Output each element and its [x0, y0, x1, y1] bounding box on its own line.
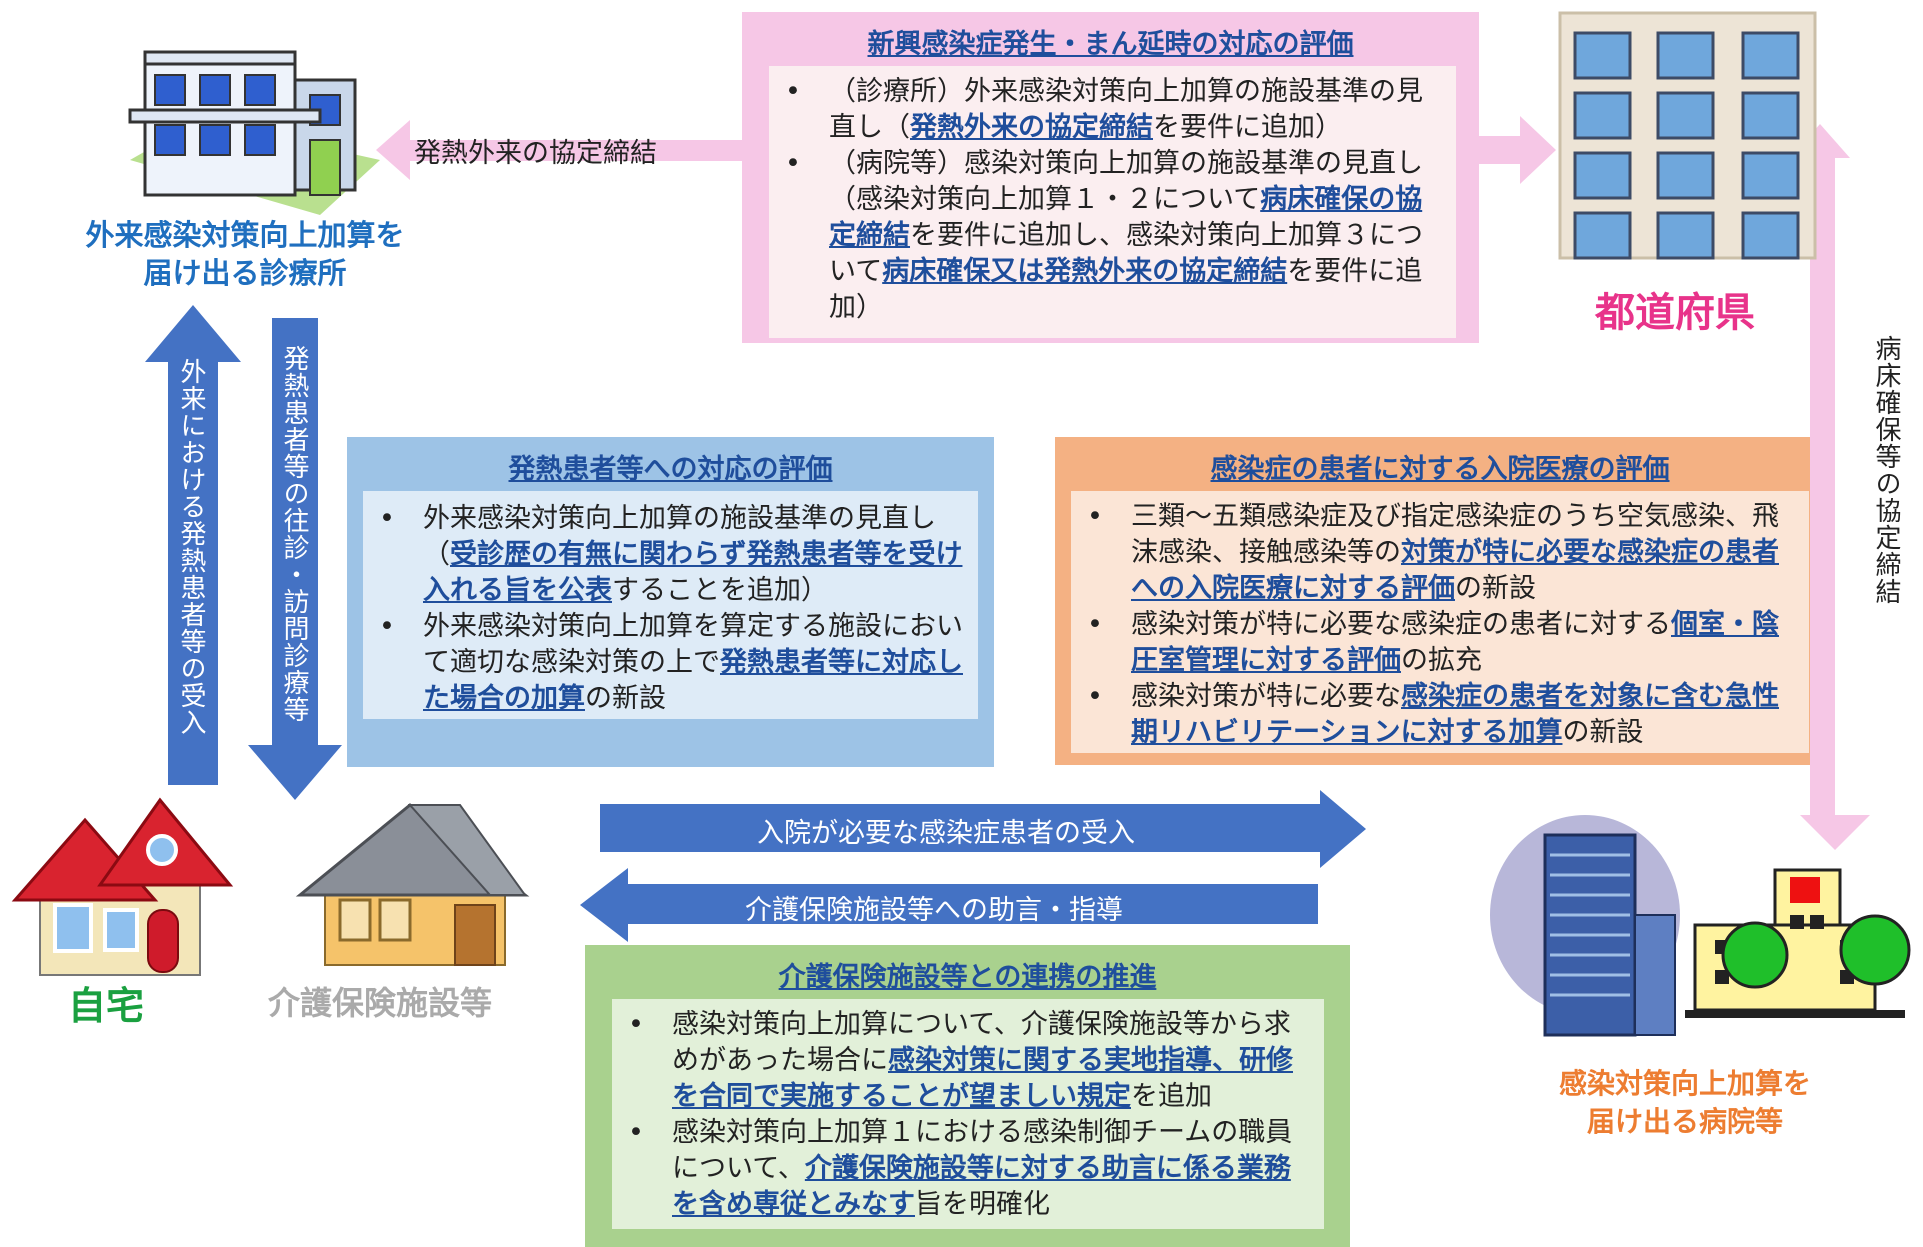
pink-arrow-left [376, 120, 742, 180]
list-item: 外来感染対策向上加算を算定する施設において適切な感染対策の上で発熱患者等に対応し… [379, 609, 964, 717]
care-panel-title: 介護保険施設等との連携の推進 [778, 962, 1157, 993]
inpatient-panel-body: 三類～五類感染症及び指定感染症のうち空気感染、飛沫感染、接触感染等の対策が特に必… [1071, 491, 1809, 753]
highlighted-text: 受診歴の有無に関わらず発熱患者等を受け入れる旨を公表 [423, 539, 963, 606]
item-text: 感染対策向上加算について、介護保険施設等から求めがあった場合に [672, 1009, 1291, 1076]
home-house-image [11, 797, 234, 976]
care-panel-body: 感染対策向上加算について、介護保険施設等から求めがあった場合に感染対策に関する実… [612, 999, 1324, 1229]
highlighted-text: 対策が特に必要な感染症の患者への入院医療に対する評価 [1131, 537, 1779, 604]
item-text: 感染対策向上加算１における感染制御チームの職員について、 [672, 1117, 1293, 1184]
fever-panel-list: 外来感染対策向上加算の施設基準の見直し（受診歴の有無に関わらず発熱患者等を受け入… [363, 501, 964, 717]
top-panel-list: （診療所）外来感染対策向上加算の施設基準の見直し（発熱外来の協定締結を要件に追加… [769, 74, 1442, 326]
blue-arrow-down [248, 318, 342, 800]
bed-agreement-label: 病床確保等の協定締結 [1871, 335, 1901, 605]
home-visit-label: 発熱患者等の往診・訪問診療等 [279, 345, 309, 723]
item-text: （診療所）外来感染対策向上加算の施設基準の見直し（ [829, 76, 1423, 143]
blue-arrow-left [580, 868, 1318, 942]
care-panel-list: 感染対策向上加算について、介護保険施設等から求めがあった場合に感染対策に関する実… [612, 1007, 1310, 1223]
top-panel-body: （診療所）外来感染対策向上加算の施設基準の見直し（発熱外来の協定締結を要件に追加… [769, 66, 1456, 338]
pink-arrow-right [1479, 116, 1556, 184]
inpatient-panel-list: 三類～五類感染症及び指定感染症のうち空気感染、飛沫感染、接触感染等の対策が特に必… [1071, 499, 1795, 751]
list-item: 三類～五類感染症及び指定感染症のうち空気感染、飛沫感染、接触感染等の対策が特に必… [1087, 499, 1795, 607]
item-text: を追加 [1131, 1081, 1212, 1112]
outpatient-accept-label: 外来における発熱患者等の受入 [176, 358, 206, 736]
item-text: を要件に追加） [829, 256, 1423, 323]
list-item: （診療所）外来感染対策向上加算の施設基準の見直し（発熱外来の協定締結を要件に追加… [785, 74, 1442, 146]
item-text: の新設 [585, 683, 666, 714]
fever-panel-title: 発熱患者等への対応の評価 [508, 454, 833, 485]
item-text: することを追加） [612, 575, 828, 606]
list-item: 感染対策向上加算１における感染制御チームの職員について、介護保険施設等に対する助… [628, 1115, 1310, 1223]
blue-arrow-right [600, 790, 1366, 868]
list-item: 感染対策が特に必要な感染症の患者に対する個室・陰圧室管理に対する評価の拡充 [1087, 607, 1795, 679]
item-text: （病院等）感染対策向上加算の施設基準の見直し（感染対策向上加算１・２について [829, 148, 1423, 215]
highlighted-text: 病床確保又は発熱外来の協定締結 [882, 256, 1288, 287]
highlighted-text: 発熱外来の協定締結 [910, 112, 1153, 143]
item-text: 三類～五類感染症及び指定感染症のうち空気感染、飛沫感染、接触感染等の [1131, 501, 1779, 568]
advice-label: 介護保険施設等への助言・指導 [745, 895, 1123, 926]
fever-panel: 発熱患者等への対応の評価 外来感染対策向上加算の施設基準の見直し（受診歴の有無に… [347, 437, 994, 767]
care-facility-house-image [295, 803, 530, 966]
prefecture-building-image [1558, 11, 1817, 260]
pink-arrow-bend [1790, 124, 1892, 850]
hospital-label: 感染対策向上加算を 届け出る病院等 [1558, 1067, 1811, 1138]
blue-arrow-up [145, 305, 241, 785]
care-panel: 介護保険施設等との連携の推進 感染対策向上加算について、介護保険施設等から求めが… [585, 945, 1350, 1247]
item-text: 旨を明確化 [915, 1189, 1050, 1220]
item-text: の新設 [1562, 717, 1644, 748]
highlighted-text: 発熱患者等に対応した場合の加算 [423, 647, 963, 714]
highlighted-text: 病床確保の協定締結 [829, 184, 1423, 251]
list-item: 感染対策が特に必要な感染症の患者を対象に含む急性期リハビリテーションに対する加算… [1087, 679, 1795, 751]
highlighted-text: 介護保険施設等に対する助言に係る業務を含め専従とみなす [672, 1153, 1291, 1220]
clinic-building-image [128, 50, 380, 215]
list-item: 外来感染対策向上加算の施設基準の見直し（受診歴の有無に関わらず発熱患者等を受け入… [379, 501, 964, 609]
top-panel-title: 新興感染症発生・まん延時の対応の評価 [867, 29, 1354, 60]
highlighted-text: 感染対策に関する実地指導、研修を合同で実施することが望ましい規定 [672, 1045, 1293, 1112]
fever-outpatient-agreement-label: 発熱外来の協定締結 [414, 138, 657, 169]
list-item: （病院等）感染対策向上加算の施設基準の見直し（感染対策向上加算１・２について病床… [785, 146, 1442, 326]
top-panel: 新興感染症発生・まん延時の対応の評価 （診療所）外来感染対策向上加算の施設基準の… [742, 12, 1479, 343]
item-text: の新設 [1455, 573, 1536, 604]
item-text: 感染対策が特に必要な [1131, 681, 1401, 712]
item-text: を要件に追加） [1153, 112, 1342, 143]
fever-panel-body: 外来感染対策向上加算の施設基準の見直し（受診歴の有無に関わらず発熱患者等を受け入… [363, 491, 978, 719]
clinic-label: 外来感染対策向上加算を 届け出る診療所 [85, 218, 405, 290]
hospital-buildings-image [1490, 815, 1911, 1037]
item-text: 感染対策が特に必要な感染症の患者に対する [1131, 609, 1671, 640]
care-facility-label: 介護保険施設等 [268, 984, 493, 1022]
prefecture-label: 都道府県 [1595, 290, 1755, 336]
item-text: を要件に追加し、感染対策向上加算３について [829, 220, 1423, 287]
inpatient-panel: 感染症の患者に対する入院医療の評価 三類～五類感染症及び指定感染症のうち空気感染… [1055, 437, 1825, 765]
list-item: 感染対策向上加算について、介護保険施設等から求めがあった場合に感染対策に関する実… [628, 1007, 1310, 1115]
highlighted-text: 個室・陰圧室管理に対する評価 [1131, 609, 1779, 676]
item-text: の拡充 [1401, 645, 1482, 676]
item-text: 外来感染対策向上加算を算定する施設において適切な感染対策の上で [423, 611, 963, 678]
highlighted-text: 感染症の患者を対象に含む急性期リハビリテーションに対する加算 [1131, 681, 1779, 748]
inpatient-panel-title: 感染症の患者に対する入院医療の評価 [1210, 454, 1670, 485]
inpatient-accept-label: 入院が必要な感染症患者の受入 [757, 818, 1135, 849]
item-text: 外来感染対策向上加算の施設基準の見直し（ [423, 503, 936, 570]
home-label: 自宅 [68, 984, 145, 1028]
